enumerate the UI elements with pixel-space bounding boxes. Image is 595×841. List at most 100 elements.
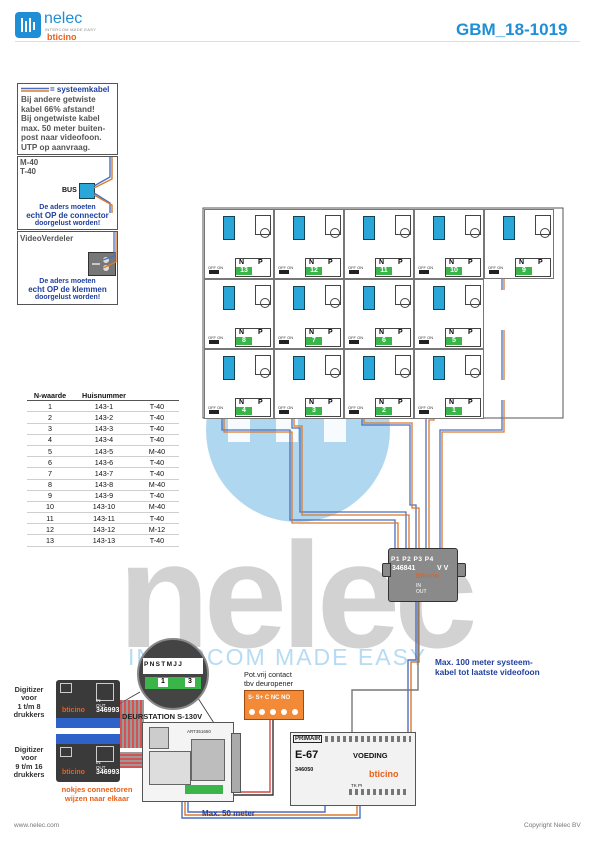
table-cell: 3 <box>27 423 73 435</box>
knob-icon <box>400 298 410 308</box>
table-header-row: N-waarde Huisnummer <box>27 390 179 402</box>
knob-icon <box>260 228 270 238</box>
label-in: IN <box>96 698 101 703</box>
bus-connector-icon <box>293 356 305 380</box>
n-value: 7 <box>306 337 322 345</box>
table-cell: 143-6 <box>73 456 135 469</box>
nokjes-note: nokjes connectoren wijzen naar elkaar <box>56 785 138 803</box>
label-p: P <box>538 259 543 266</box>
caption-line: voor <box>21 693 37 703</box>
m40-title: M-40 <box>20 158 39 167</box>
deurstation-label: DEURSTATION S-130V <box>122 712 203 721</box>
table-cell: 143-1 <box>73 400 135 413</box>
offon-switch-icon <box>489 270 499 274</box>
table-cell: T-40 <box>135 411 179 424</box>
terminal-label: M <box>166 661 174 668</box>
caption-line: voor <box>21 753 37 763</box>
table-cell: T-40 <box>135 512 179 525</box>
knob-icon <box>330 228 340 238</box>
table-cell: 143-8 <box>73 479 135 491</box>
table-cell: T-40 <box>135 490 179 502</box>
legend-line: max. 50 meter buiten- <box>21 123 106 133</box>
voeding-code: 346050 <box>295 767 314 773</box>
vv-note-3: doorgelust worden! <box>34 294 101 301</box>
n-value: 11 <box>376 267 392 275</box>
table-cell: 143-7 <box>73 467 135 480</box>
voeding-terminal-labels: TK PI <box>351 783 363 788</box>
bus-connector-icon <box>433 216 445 240</box>
vv-note-2: echt OP de klemmen <box>28 285 107 294</box>
label-p: P <box>468 399 473 406</box>
contact-line2: tbv deuropener <box>244 678 294 688</box>
distributor-in: IN <box>416 583 421 589</box>
voeding-model: E-67 <box>295 749 319 761</box>
offon-switch-icon <box>209 410 219 414</box>
terminal-zoom-circle: PNSTMJJ 1 3 <box>137 638 209 710</box>
legend-line: kabel 66% afstand! <box>21 104 95 114</box>
knob-icon <box>470 368 480 378</box>
label-p: P <box>398 399 403 406</box>
table-cell: 5 <box>27 445 73 458</box>
doc-code: GBM_18-1019 <box>456 20 568 39</box>
n-value: 13 <box>236 267 252 275</box>
digitizer-brand: bticino <box>62 769 85 776</box>
label-n: N <box>449 399 455 406</box>
offon-label: OFF ON <box>488 265 504 270</box>
vv-note-1: De aders moeten <box>39 278 96 285</box>
offon-switch-icon <box>349 340 359 344</box>
apartment-unit: N P 5 OFF ON <box>414 279 484 349</box>
nokjes-line2: wijzen naar elkaar <box>64 794 130 803</box>
knob-icon <box>540 228 550 238</box>
dip-switch-block: N P 11 <box>375 258 411 277</box>
speaker-module <box>191 739 225 781</box>
door-station: ART351650 <box>142 722 241 802</box>
label-out: OUT <box>96 703 106 708</box>
label-p: P <box>328 259 333 266</box>
dip-switch-block: N P 5 <box>445 328 481 347</box>
bus-connector-icon <box>223 356 235 380</box>
n-value: 6 <box>376 337 392 345</box>
terminal-row <box>56 718 120 728</box>
digitizer1-caption: Digitizer voor 1 t/m 8 drukkers <box>8 685 50 719</box>
offon-label: OFF ON <box>348 405 364 410</box>
n-value: 4 <box>236 407 252 415</box>
label-n: N <box>379 399 385 406</box>
offon-switch-icon <box>209 270 219 274</box>
terminal-label: S <box>155 661 162 668</box>
label-p: P <box>398 329 403 336</box>
brand-tagline: INTERCOM MADE EASY <box>45 27 97 32</box>
apartment-unit: N P 8 OFF ON <box>204 279 274 349</box>
knob-icon <box>470 228 480 238</box>
apartment-unit: N P 13 OFF ON <box>204 209 274 279</box>
offon-label: OFF ON <box>418 405 434 410</box>
footer-url[interactable]: www.nelec.com <box>14 822 60 829</box>
contact-caption: Pot.vrij contact tbv deuropener <box>244 670 294 688</box>
table-cell: 9 <box>27 490 73 502</box>
table-cell: M-40 <box>135 445 179 458</box>
table-cell: 2 <box>27 411 73 424</box>
table-cell: 11 <box>27 512 73 525</box>
offon-label: OFF ON <box>208 335 224 340</box>
terminal-block-green <box>185 785 223 794</box>
dip-switch-block: N P 12 <box>305 258 341 277</box>
deurstation-code: ART351650 <box>187 729 211 734</box>
label-n: N <box>309 399 315 406</box>
caption-line: Digitizer <box>14 685 44 694</box>
primair-label: PRIMAIR <box>293 735 323 743</box>
knob-icon <box>260 298 270 308</box>
nokjes-line1: nokjes connectoren <box>61 785 133 794</box>
apartment-unit: N P 9 OFF ON <box>484 209 554 279</box>
max100-note: Max. 100 meter systeem- kabel tot laatst… <box>435 657 540 677</box>
offon-label: OFF ON <box>278 335 294 340</box>
